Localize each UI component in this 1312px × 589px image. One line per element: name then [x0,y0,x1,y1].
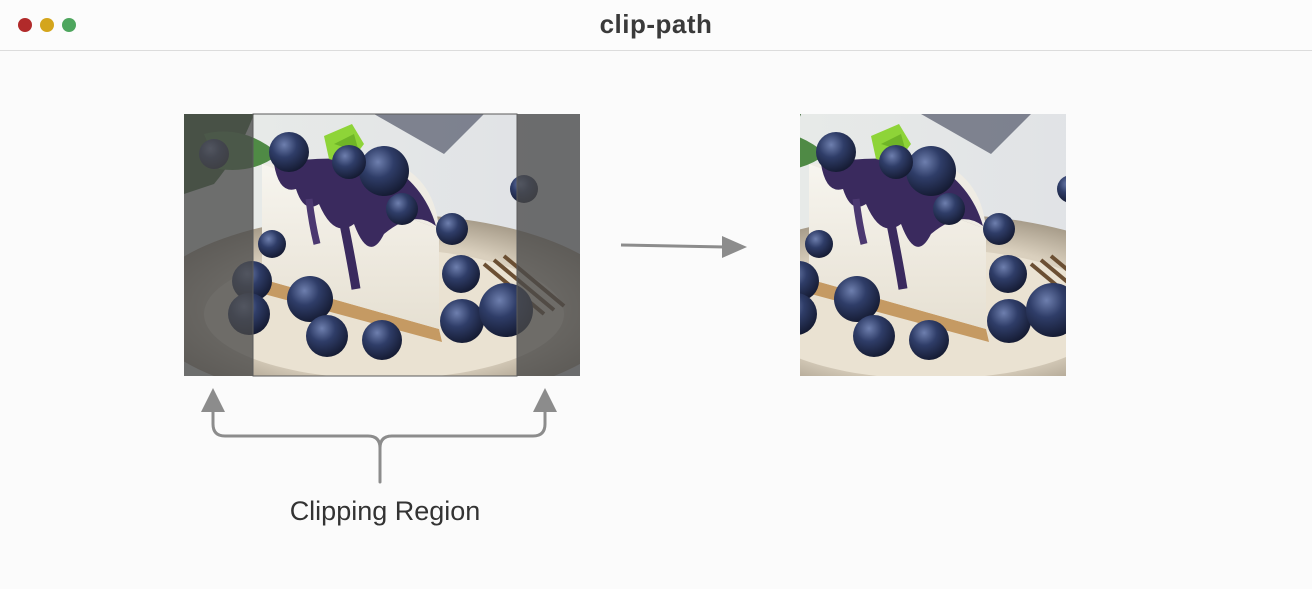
maximize-window-button[interactable] [62,18,76,32]
clip-region-outline [252,113,518,377]
diagram-canvas [184,113,1312,484]
mask-right-region [517,114,580,376]
window-title: clip-path [599,9,713,39]
mask-left-region [184,114,253,376]
arrow-up-icon [533,388,557,412]
minimize-window-button[interactable] [40,18,54,32]
arrow-up-icon [201,388,225,412]
clipping-region-label: Clipping Region [289,496,481,526]
close-window-button[interactable] [18,18,32,32]
brace-icon [211,408,547,484]
original-image [184,113,580,377]
arrow-right-icon [620,243,726,249]
arrow-right-head [722,236,747,258]
clip-path-diagram: Clipping Region [0,51,1312,584]
clipped-image [691,114,1171,404]
window-titlebar: clip-path [0,0,1312,51]
